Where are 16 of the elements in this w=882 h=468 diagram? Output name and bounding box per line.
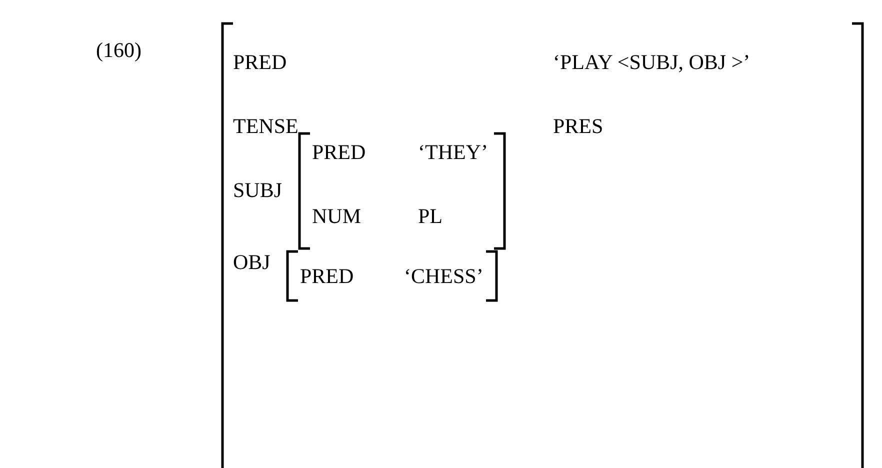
feature-name: PRED [300, 264, 354, 288]
attribute-value-matrix [286, 250, 498, 302]
attribute-value-matrix [298, 132, 506, 250]
feature-value: ‘THEY’ [418, 140, 488, 164]
feature-value: ‘PLAY <SUBJ, OBJ >’ [553, 50, 750, 74]
attribute-value-matrix [221, 22, 864, 468]
example-number: (160) [96, 38, 142, 62]
feature-name: NUM [312, 204, 362, 228]
feature-value: ‘CHESS’ [404, 264, 484, 288]
feature-name: PRED [233, 50, 287, 74]
feature-value: PL [418, 204, 443, 228]
feature-name: TENSE [233, 114, 298, 138]
feature-name: OBJ [233, 250, 270, 274]
feature-value: PRES [553, 114, 604, 138]
feature-name: PRED [312, 140, 366, 164]
feature-name: SUBJ [233, 178, 282, 202]
